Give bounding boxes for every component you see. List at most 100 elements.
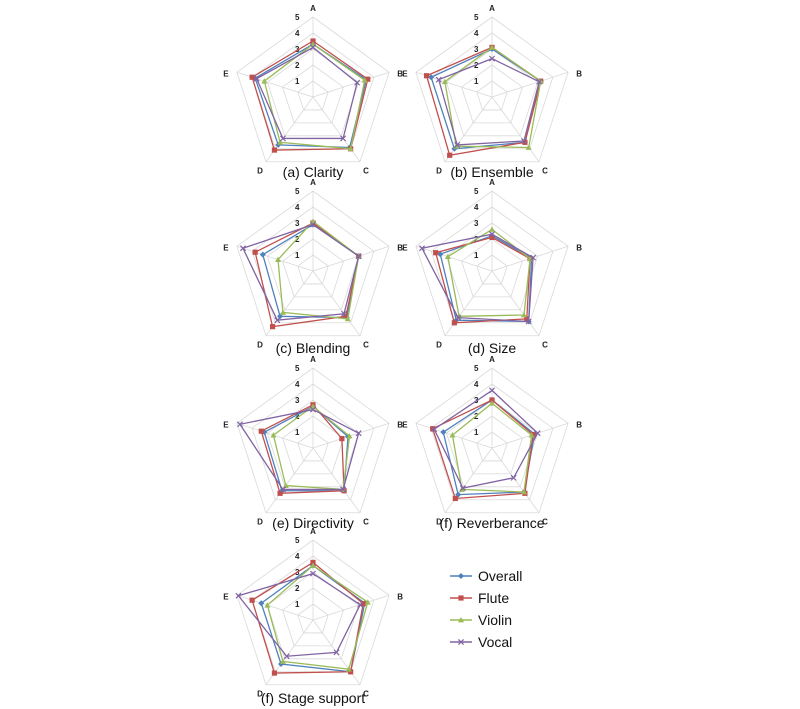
axis-label-a: A: [489, 355, 495, 364]
data-point: [451, 320, 457, 326]
series-line: [433, 389, 539, 489]
series-flute: [430, 397, 536, 502]
data-point: [489, 400, 495, 406]
series-line: [255, 46, 358, 140]
data-point: [430, 426, 436, 432]
data-point: [269, 324, 276, 330]
tick-label: 3: [295, 219, 300, 228]
data-point: [510, 474, 517, 481]
legend-label: Violin: [478, 612, 512, 628]
tick-label: 2: [295, 235, 300, 244]
legend-marker: [458, 617, 464, 623]
data-point: [361, 77, 368, 83]
data-point: [433, 250, 439, 256]
tick-label: 3: [474, 219, 479, 228]
series-violin: [444, 226, 534, 319]
axis-spoke: [236, 245, 314, 272]
tick-label: 5: [295, 13, 300, 22]
axis-spoke: [312, 96, 361, 162]
data-point: [261, 78, 268, 84]
legend-label: Vocal: [478, 634, 512, 650]
data-point: [235, 592, 242, 599]
series-line: [251, 40, 369, 151]
data-point: [309, 221, 317, 228]
data-point: [249, 597, 255, 603]
axis-label-b: B: [397, 592, 403, 601]
grid-ring: [445, 399, 539, 488]
axis-label-b: B: [397, 243, 403, 252]
tick-label: 5: [474, 364, 479, 373]
axis-label-e: E: [402, 69, 408, 78]
data-point: [536, 78, 543, 85]
grid-ring: [297, 80, 329, 111]
tick-label: 5: [474, 13, 479, 22]
data-point: [283, 653, 290, 660]
data-point: [270, 432, 277, 438]
tick-label: 2: [295, 412, 300, 421]
chart-caption: (b) Ensemble: [450, 164, 533, 180]
data-point: [488, 55, 496, 62]
legend-item-overall: Overall: [450, 568, 522, 584]
data-point: [275, 256, 282, 263]
series-flute: [258, 402, 347, 496]
tick-label: 5: [295, 364, 300, 373]
data-point: [489, 234, 495, 240]
data-point: [364, 599, 371, 605]
series-line: [425, 46, 542, 156]
series-line: [434, 236, 531, 324]
data-point: [449, 432, 456, 438]
series-vocal: [435, 55, 543, 148]
data-point: [340, 486, 347, 493]
tick-label: 5: [295, 536, 300, 545]
axis-spoke: [312, 447, 361, 513]
series-vocal: [239, 221, 362, 324]
data-point: [277, 139, 284, 145]
grid-ring: [461, 64, 523, 124]
axis-label-e: E: [223, 420, 229, 429]
data-point: [525, 318, 532, 325]
chart-caption: (e) Directivity: [272, 515, 354, 531]
grid-ring: [476, 254, 508, 285]
data-point: [279, 658, 286, 664]
series-line: [266, 564, 369, 670]
axis-label-e: E: [223, 592, 229, 601]
grid-ring: [461, 415, 523, 475]
data-point: [274, 317, 281, 324]
axis-label-d: D: [436, 167, 442, 176]
data-point: [258, 428, 264, 434]
axis-label-c: C: [542, 518, 548, 527]
axis-label-b: B: [576, 420, 582, 429]
series-line: [272, 405, 351, 491]
data-point: [444, 253, 451, 260]
data-point: [459, 485, 466, 492]
axis-spoke: [312, 422, 390, 449]
tick-label: 1: [295, 428, 300, 437]
axis-label-e: E: [223, 69, 229, 78]
tick-label: 2: [295, 584, 300, 593]
data-point: [355, 430, 362, 437]
grid-ring: [430, 383, 554, 501]
axis-label-e: E: [402, 420, 408, 429]
tick-label: 4: [295, 380, 300, 389]
axis-spoke: [265, 447, 314, 513]
data-point: [452, 495, 458, 502]
data-point: [309, 570, 317, 577]
axis-spoke: [312, 594, 390, 621]
tick-label: 1: [474, 77, 479, 86]
series-line: [242, 223, 360, 321]
tick-label: 2: [295, 61, 300, 70]
data-point: [354, 79, 361, 86]
data-point: [355, 253, 362, 260]
tick-label: 3: [295, 396, 300, 405]
data-point: [310, 559, 316, 565]
axis-label-c: C: [542, 341, 548, 350]
grid-ring: [282, 238, 344, 298]
tick-label: 4: [474, 29, 479, 38]
grid-ring: [251, 206, 375, 324]
data-point: [489, 226, 495, 232]
axis-label-d: D: [257, 690, 263, 699]
data-point: [277, 490, 283, 496]
